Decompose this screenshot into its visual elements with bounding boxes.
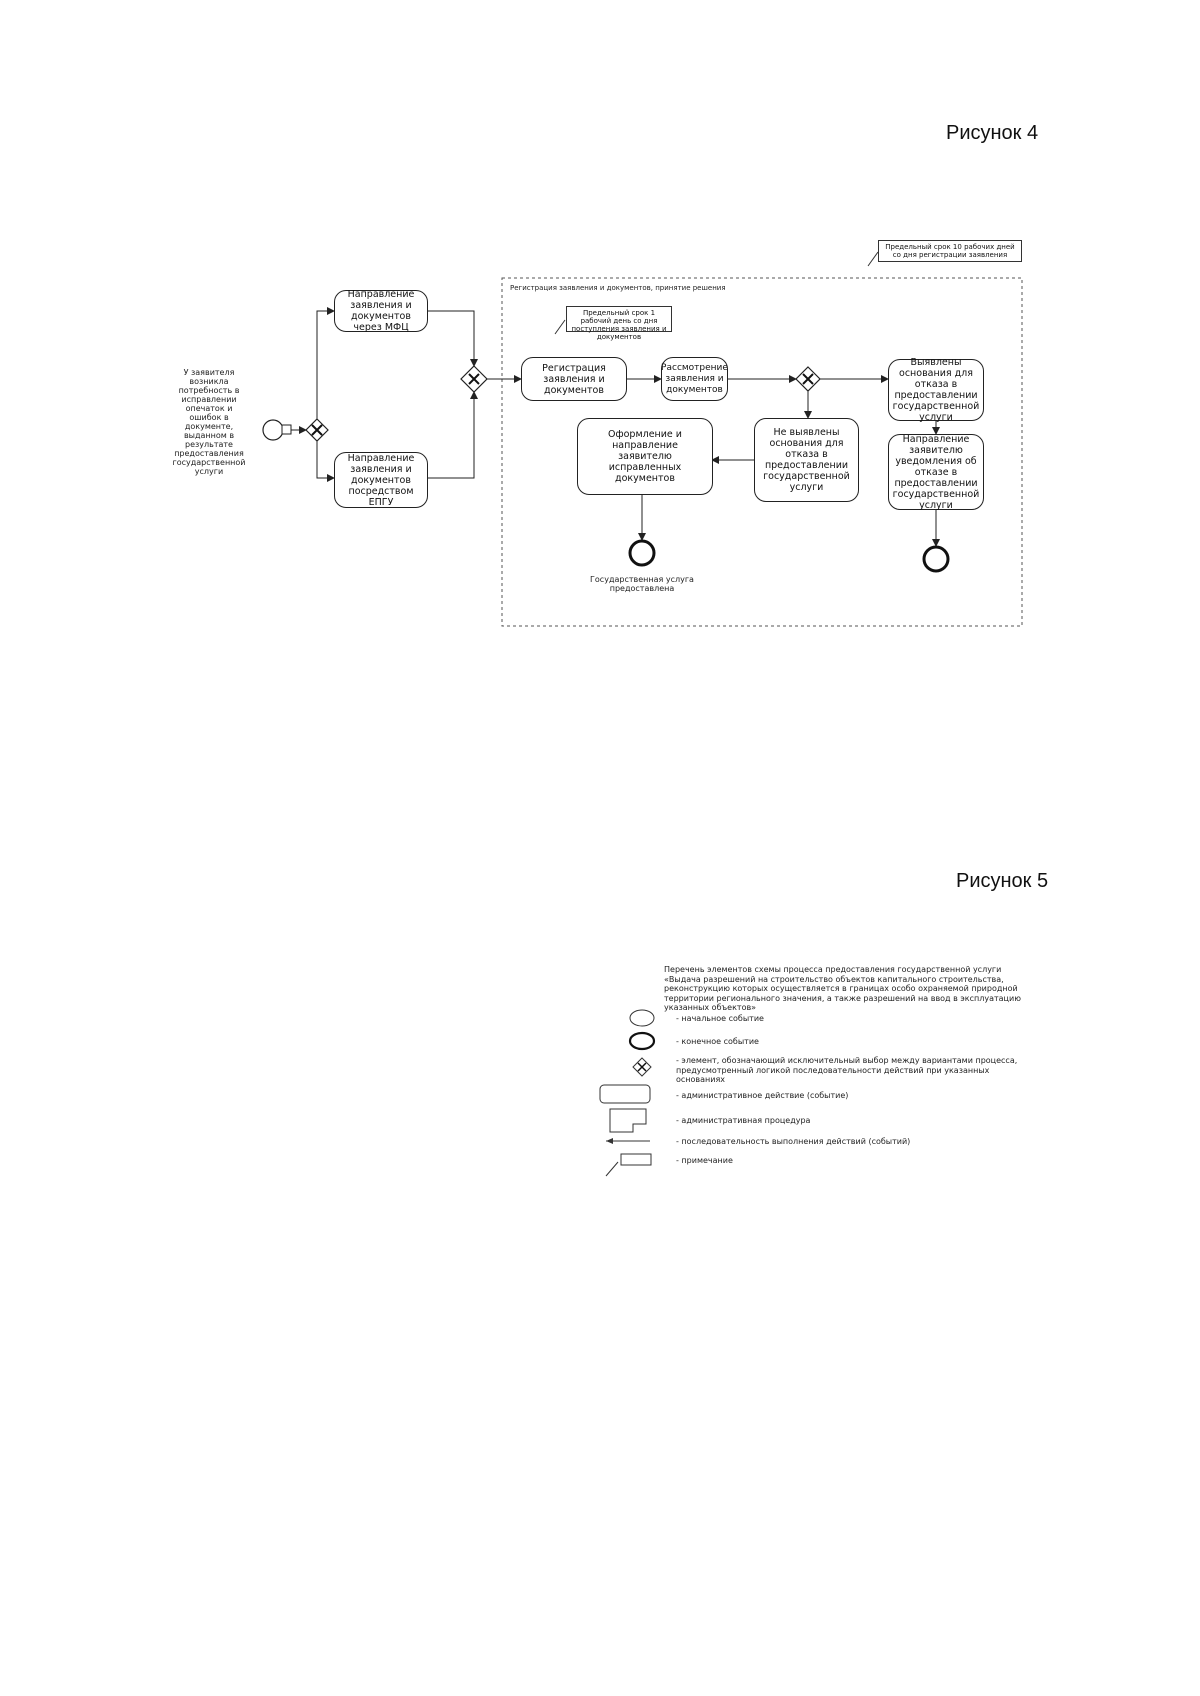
task-refusal-found: Выявлены основания для отказа в предоста…	[888, 357, 984, 423]
figure-5-label: Рисунок 5	[956, 870, 1049, 892]
task-mfc: Направление заявления и документов через…	[334, 289, 428, 333]
task-icon	[599, 1084, 651, 1104]
task-issue-docs: Оформление и направление заявителю испра…	[577, 418, 713, 495]
start-event-icon	[629, 1009, 655, 1027]
end-event-icon	[628, 1031, 656, 1051]
note-deadline-1-day: Предельный срок 1 рабочий день со дня по…	[566, 306, 672, 341]
process-pool-frame	[501, 277, 1023, 627]
end-event-label: Государственная услуга предоставлена	[590, 575, 694, 593]
merge-gateway-icon	[460, 365, 488, 393]
flow-arrow-icon	[606, 1138, 650, 1144]
legend-title: Перечень элементов схемы процесса предос…	[664, 965, 1021, 1012]
task-register: Регистрация заявления и документов	[521, 357, 627, 401]
task-send-refusal: Направление заявителю уведомления об отк…	[888, 434, 984, 511]
legend-item-end: - конечное событие	[676, 1037, 759, 1046]
pool-label: Регистрация заявления и документов, прин…	[510, 284, 726, 292]
note-deadline-10-days: Предельный срок 10 рабочих дней со дня р…	[878, 240, 1022, 262]
legend-item-annotation: - примечание	[676, 1156, 733, 1165]
legend-item-flow: - последовательность выполнения действий…	[676, 1137, 911, 1146]
split-gateway-icon	[305, 418, 329, 442]
legend-item-task: - административное действие (событие)	[676, 1091, 849, 1100]
task-epgu: Направление заявления и документов посре…	[334, 452, 428, 508]
procedure-icon	[609, 1108, 647, 1133]
end-event-refusal-icon	[922, 545, 950, 573]
legend-item-start: - начальное событие	[676, 1014, 764, 1023]
end-event-success-icon	[628, 539, 656, 567]
task-review: Рассмотрение заявления и документов	[661, 357, 728, 401]
annotation-icon	[605, 1153, 652, 1177]
task-no-refusal: Не выявлены основания для отказа в предо…	[754, 418, 859, 502]
figure-4-label: Рисунок 4	[946, 122, 1039, 144]
gateway-icon	[632, 1057, 652, 1077]
legend-item-gateway: - элемент, обозначающий исключительный в…	[676, 1056, 1018, 1084]
start-event-label: У заявителя возникла потребность в испра…	[172, 368, 246, 476]
legend-item-procedure: - административная процедура	[676, 1116, 811, 1125]
